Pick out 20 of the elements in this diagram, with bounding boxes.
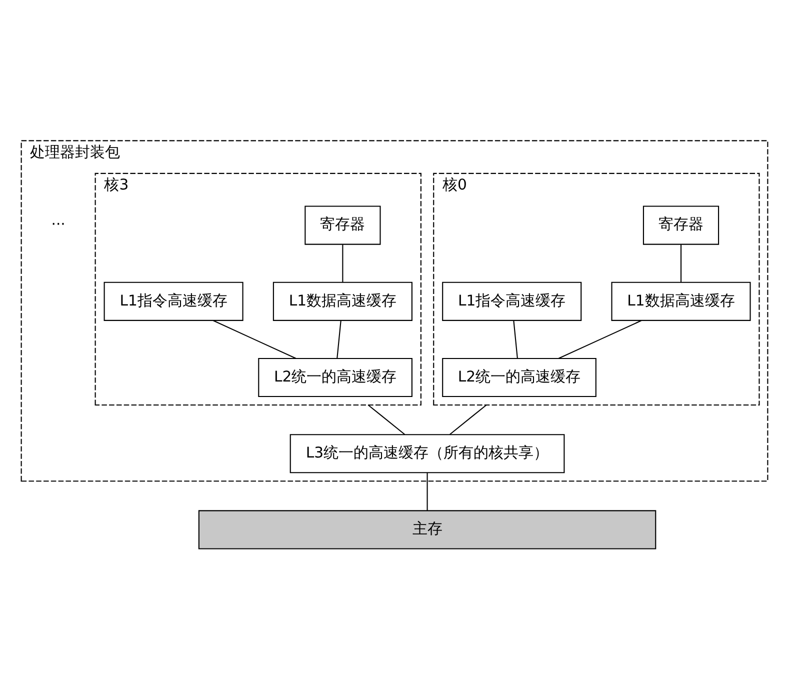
connector [513, 320, 518, 358]
connector [342, 244, 344, 282]
connector [212, 320, 296, 358]
node-box: 寄存器 [642, 205, 720, 244]
connector [368, 404, 406, 434]
node-box: L1指令高速缓存 [442, 281, 582, 320]
node-box: 主存 [198, 510, 656, 549]
node-box: L1数据高速缓存 [611, 281, 751, 320]
node-box: L2统一的高速缓存 [258, 357, 412, 397]
label: ··· [51, 216, 66, 233]
node-box: L3统一的高速缓存（所有的核共享） [290, 434, 565, 473]
connector [336, 320, 342, 358]
node-box: L1指令高速缓存 [104, 281, 244, 320]
connector [426, 472, 428, 510]
connector [680, 244, 682, 282]
connector [558, 320, 642, 358]
node-box: L2统一的高速缓存 [442, 357, 596, 397]
connector [449, 404, 487, 434]
node-box: L1数据高速缓存 [272, 281, 412, 320]
node-box: 寄存器 [304, 205, 381, 244]
